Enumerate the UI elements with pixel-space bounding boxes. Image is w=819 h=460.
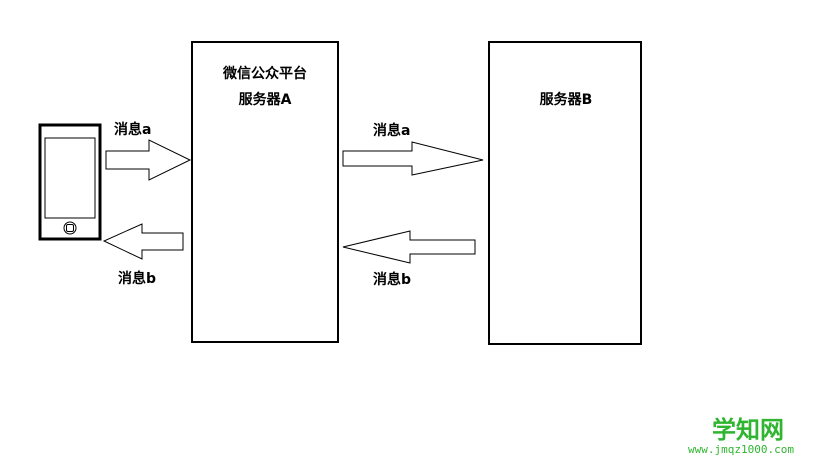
server-a-box [191, 41, 339, 343]
arrow-server-b-to-server-a [342, 230, 476, 264]
server-b-box [488, 41, 642, 345]
arrow-server-a-to-phone [102, 223, 184, 260]
smartphone-icon [38, 123, 102, 241]
server-a-label-line2: 服务器A [239, 91, 292, 108]
arrow-phone-to-server-a [105, 139, 192, 181]
watermark: 学知网 www.jmqz1000.com [688, 416, 794, 456]
server-b-label: 服务器B [540, 91, 593, 108]
watermark-title: 学知网 [712, 416, 784, 444]
watermark-url: www.jmqz1000.com [688, 443, 794, 456]
phone-home-button [63, 221, 77, 235]
arrow-phone-to-server-a-label: 消息a [114, 121, 151, 138]
arrow-server-a-to-server-b [342, 141, 484, 176]
phone-screen [44, 137, 96, 219]
server-a-label-line1: 微信公众平台 [222, 65, 307, 82]
arrow-server-a-to-phone-label: 消息b [118, 270, 156, 287]
arrow-server-b-to-server-a-label: 消息b [373, 271, 411, 288]
phone-home-button-inner [66, 224, 74, 232]
arrow-server-a-to-server-b-label: 消息a [373, 122, 410, 139]
